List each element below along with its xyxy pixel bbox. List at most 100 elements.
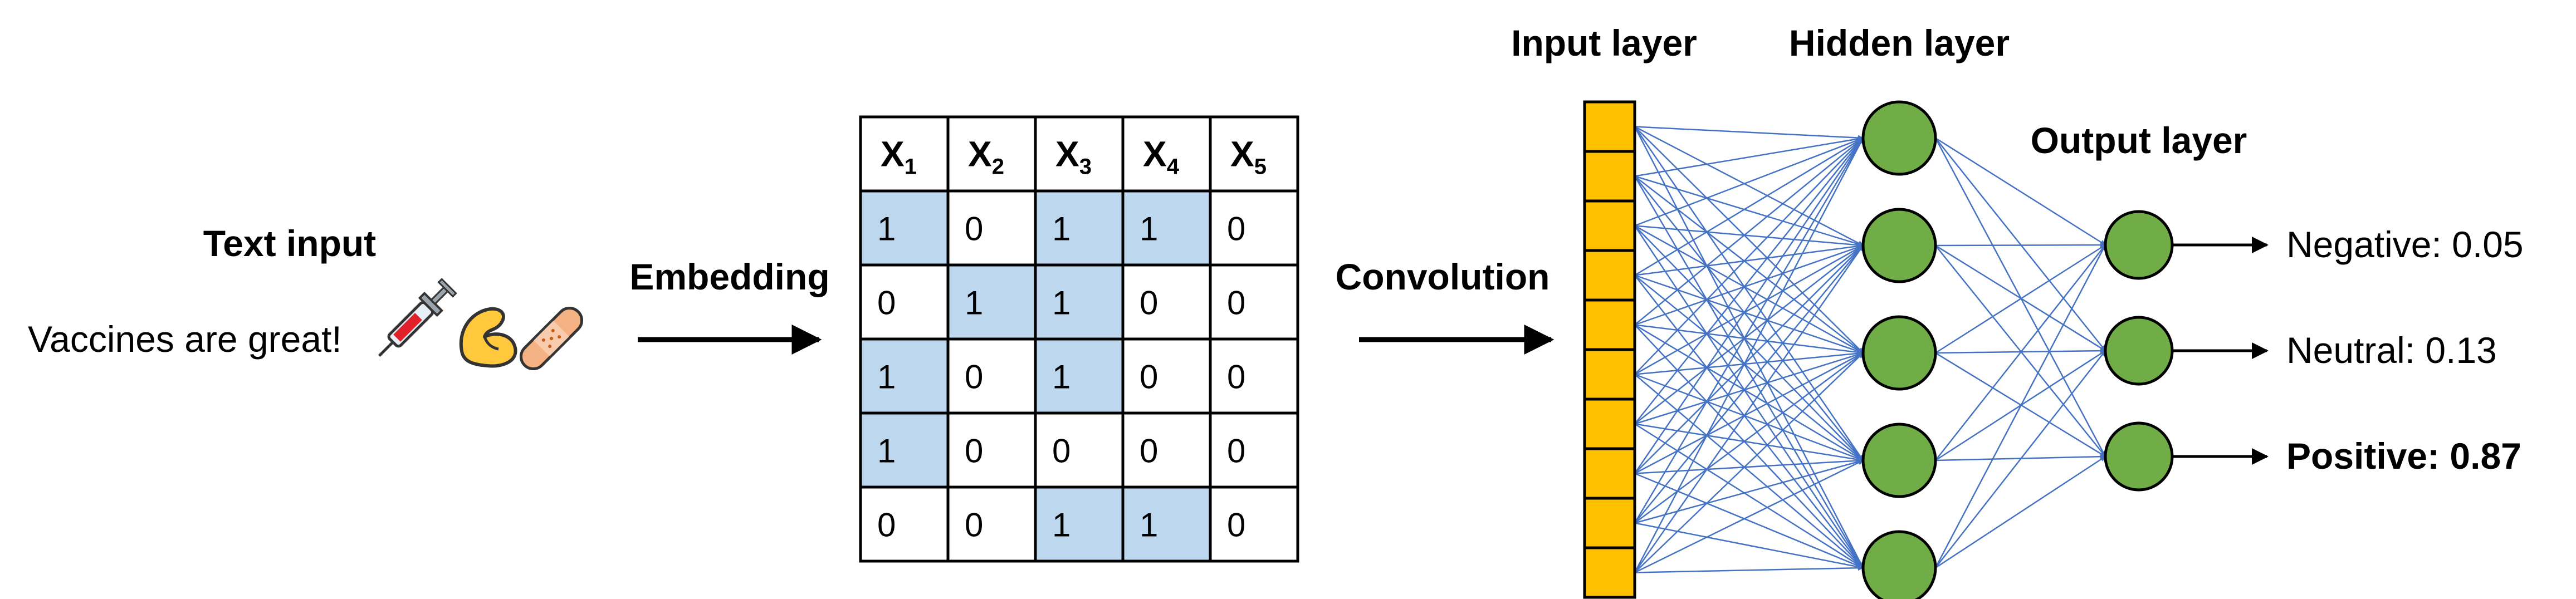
matrix-cell-value: 1 <box>1052 359 1071 396</box>
output-layer <box>2104 210 2174 492</box>
connection-line <box>1634 245 1864 573</box>
matrix-header-cell <box>859 115 950 193</box>
connection-line <box>1634 137 1864 276</box>
syringe-icon <box>378 278 457 357</box>
matrix-cell <box>859 263 950 341</box>
input-layer-label: Input layer <box>1511 22 1697 63</box>
matrix-cell-value: 1 <box>1052 210 1071 248</box>
connection-line <box>1634 126 1864 141</box>
text-input-title: Text input <box>203 223 376 264</box>
connection-line <box>1634 324 1864 355</box>
connection-line <box>1634 225 1864 248</box>
connection-line <box>1634 138 1864 326</box>
matrix-cell <box>1034 485 1125 563</box>
matrix-cell <box>946 411 1037 489</box>
matrix-cell-value: 0 <box>1227 210 1245 248</box>
input-unit <box>1583 497 1636 549</box>
matrix-cell <box>1209 411 1299 489</box>
matrix-cell <box>1034 263 1125 341</box>
input-unit <box>1583 100 1636 153</box>
connection-line <box>1634 423 1864 463</box>
hidden-node <box>1861 530 1937 599</box>
connection-line <box>1634 274 1864 568</box>
connection-line <box>1634 352 1864 524</box>
connection-line <box>1634 137 1864 227</box>
hidden-layer <box>1861 100 1937 599</box>
connection-line <box>1634 175 1864 461</box>
input-unit <box>1583 249 1636 302</box>
connection-line <box>1935 244 2106 461</box>
matrix-cell-value: 0 <box>965 210 983 248</box>
matrix-cell <box>946 337 1037 415</box>
hidden-node <box>1861 423 1937 498</box>
connection-line <box>1634 459 1864 573</box>
matrix-cell <box>1209 263 1299 341</box>
hidden-node <box>1861 100 1937 176</box>
input-unit <box>1583 348 1636 401</box>
matrix-cell-value: 1 <box>1052 284 1071 322</box>
matrix-cell-value: 0 <box>1227 507 1245 544</box>
matrix-cell <box>1034 411 1125 489</box>
matrix-cell <box>1034 189 1125 267</box>
input-unit <box>1583 150 1636 203</box>
connection-line <box>1634 522 1864 570</box>
connection-line <box>1634 175 1864 568</box>
connection-line <box>1634 274 1864 461</box>
matrix-cell-value: 0 <box>877 507 896 544</box>
matrix-cell-value: 0 <box>965 433 983 470</box>
matrix-cell-value: 0 <box>1140 284 1158 322</box>
connection-line <box>1634 244 1864 326</box>
connection-line <box>1634 225 1864 461</box>
matrix-cell-value: 0 <box>1140 433 1158 470</box>
matrix-cell-value: 1 <box>877 359 896 396</box>
input-unit <box>1583 546 1636 599</box>
connection-line <box>1935 137 2106 246</box>
input-sentence: Vaccines are great! <box>28 318 342 360</box>
matrix-cell <box>1034 337 1125 415</box>
matrix-header-label: X4 <box>1143 134 1180 179</box>
connection-line <box>1634 126 1864 461</box>
hidden-node <box>1861 208 1937 283</box>
matrix-cell <box>859 337 950 415</box>
matrix-cell-value: 1 <box>877 210 896 248</box>
connection-line <box>1634 352 1864 573</box>
connection-line <box>1634 324 1864 461</box>
connection-line <box>1634 243 1864 276</box>
matrix-cell-value: 0 <box>1140 359 1158 396</box>
output-score-label: Neutral: 0.13 <box>2286 330 2497 371</box>
output-node <box>2104 421 2174 492</box>
connection-line <box>1634 175 1864 247</box>
embedding-label: Embedding <box>629 256 829 297</box>
connection-line <box>1634 126 1864 247</box>
connection-line <box>1634 459 1864 524</box>
convolution-step: Convolution <box>1336 256 1555 355</box>
connection-line <box>1634 138 1864 474</box>
connection-line <box>1634 126 1864 568</box>
matrix-cell <box>859 411 950 489</box>
output-score-label: Negative: 0.05 <box>2286 224 2524 265</box>
input-unit <box>1583 298 1636 351</box>
connection-line <box>1634 374 1864 568</box>
connection-line <box>1935 352 2106 458</box>
connection-line <box>1634 245 1864 425</box>
connection-line <box>1634 175 1864 353</box>
connection-line <box>1634 225 1864 354</box>
flexed-biceps-icon <box>459 307 517 368</box>
convolution-label: Convolution <box>1336 256 1550 297</box>
matrix-cell-value: 0 <box>1052 433 1071 470</box>
connection-line <box>1935 138 2106 351</box>
connection-line <box>1634 274 1864 354</box>
matrix-cell <box>1209 337 1299 415</box>
connection-line <box>1935 244 2106 352</box>
hidden-layer-label: Hidden layer <box>1789 22 2010 63</box>
matrix-cell <box>1121 263 1212 341</box>
matrix-cell-value: 1 <box>965 284 983 322</box>
matrix-cell <box>1121 189 1212 267</box>
connection-line <box>1634 225 1864 568</box>
connection-line <box>1634 473 1864 569</box>
matrix-header-label: X5 <box>1230 134 1267 179</box>
matrix-cell-value: 1 <box>1140 507 1158 544</box>
matrix-cell-value: 1 <box>1140 210 1158 248</box>
